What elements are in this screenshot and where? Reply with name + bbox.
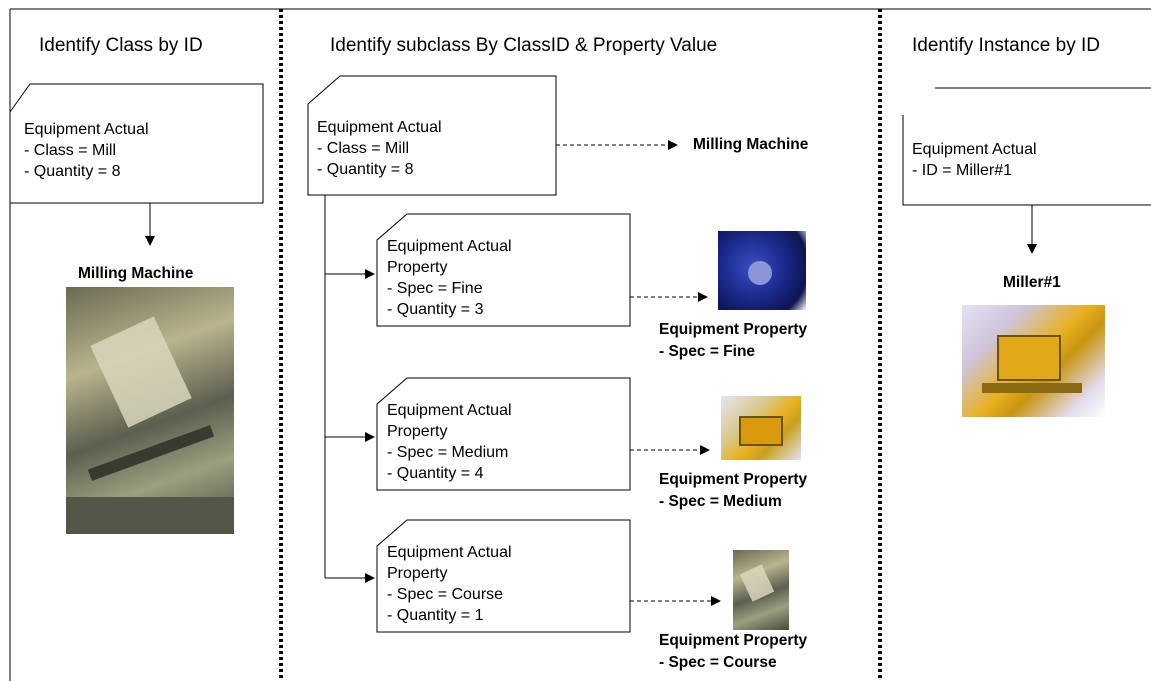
subclass-box-text: Equipment Actual - Class = Mill - Quanti… bbox=[317, 117, 442, 180]
fine-machine-photo bbox=[718, 231, 806, 310]
instance-box-line1: Equipment Actual bbox=[912, 141, 1037, 158]
property-result-line1: Equipment Property bbox=[659, 471, 808, 488]
section-title-class: Identify Class by ID bbox=[39, 35, 203, 56]
class-box-outline bbox=[9, 83, 264, 204]
subclass-result-label: Milling Machine bbox=[693, 136, 809, 153]
property-line2: Property bbox=[387, 259, 448, 276]
property-line3: - Spec = Medium bbox=[387, 444, 509, 461]
property-line3: - Spec = Course bbox=[387, 586, 504, 603]
instance-box-outline bbox=[902, 87, 1151, 206]
milling-machine-photo bbox=[66, 287, 234, 534]
subclass-box-outline bbox=[307, 75, 557, 196]
property-line1: Equipment Actual bbox=[387, 402, 512, 419]
instance-result-label: Miller#1 bbox=[1003, 274, 1061, 291]
instance-box-text: Equipment Actual - ID = Miller#1 bbox=[912, 139, 1037, 181]
property-box-medium-outline bbox=[376, 377, 631, 491]
property-box-medium-text: Equipment Actual Property - Spec = Mediu… bbox=[387, 400, 512, 484]
section-title-instance: Identify Instance by ID bbox=[912, 35, 1100, 56]
class-box-line3: - Quantity = 8 bbox=[24, 163, 121, 180]
instance-box-line2: - ID = Miller#1 bbox=[912, 162, 1013, 179]
course-machine-photo bbox=[733, 550, 789, 630]
property-result-fine: Equipment Property - Spec = Fine bbox=[659, 319, 807, 363]
class-box-line2: - Class = Mill bbox=[24, 142, 117, 159]
property-box-fine-outline bbox=[376, 213, 631, 327]
class-result-label: Milling Machine bbox=[78, 265, 194, 282]
property-result-line2: - Spec = Medium bbox=[659, 493, 782, 510]
property-result-line1: Equipment Property bbox=[659, 632, 808, 649]
property-box-course-text: Equipment Actual Property - Spec = Cours… bbox=[387, 542, 512, 626]
property-result-line2: - Spec = Course bbox=[659, 654, 777, 671]
property-line4: - Quantity = 1 bbox=[387, 607, 484, 624]
subclass-box-line2: - Class = Mill bbox=[317, 140, 410, 157]
property-result-line1: Equipment Property bbox=[659, 321, 808, 338]
property-line4: - Quantity = 4 bbox=[387, 465, 484, 482]
property-line4: - Quantity = 3 bbox=[387, 301, 484, 318]
property-line1: Equipment Actual bbox=[387, 238, 512, 255]
subclass-box-line1: Equipment Actual bbox=[317, 119, 442, 136]
subclass-box-line3: - Quantity = 8 bbox=[317, 161, 414, 178]
property-result-course: Equipment Property - Spec = Course bbox=[659, 630, 807, 674]
property-box-course-outline bbox=[376, 519, 631, 633]
property-box-fine-text: Equipment Actual Property - Spec = Fine … bbox=[387, 236, 512, 320]
property-line3: - Spec = Fine bbox=[387, 280, 483, 297]
property-result-medium: Equipment Property - Spec = Medium bbox=[659, 469, 807, 513]
property-result-line2: - Spec = Fine bbox=[659, 343, 756, 360]
section-title-subclass: Identify subclass By ClassID & Property … bbox=[330, 35, 718, 56]
class-box-text: Equipment Actual - Class = Mill - Quanti… bbox=[24, 119, 149, 182]
miller1-machine-photo bbox=[962, 305, 1105, 417]
property-line1: Equipment Actual bbox=[387, 544, 512, 561]
property-line2: Property bbox=[387, 565, 448, 582]
class-box-line1: Equipment Actual bbox=[24, 121, 149, 138]
medium-machine-photo bbox=[721, 396, 801, 460]
property-line2: Property bbox=[387, 423, 448, 440]
